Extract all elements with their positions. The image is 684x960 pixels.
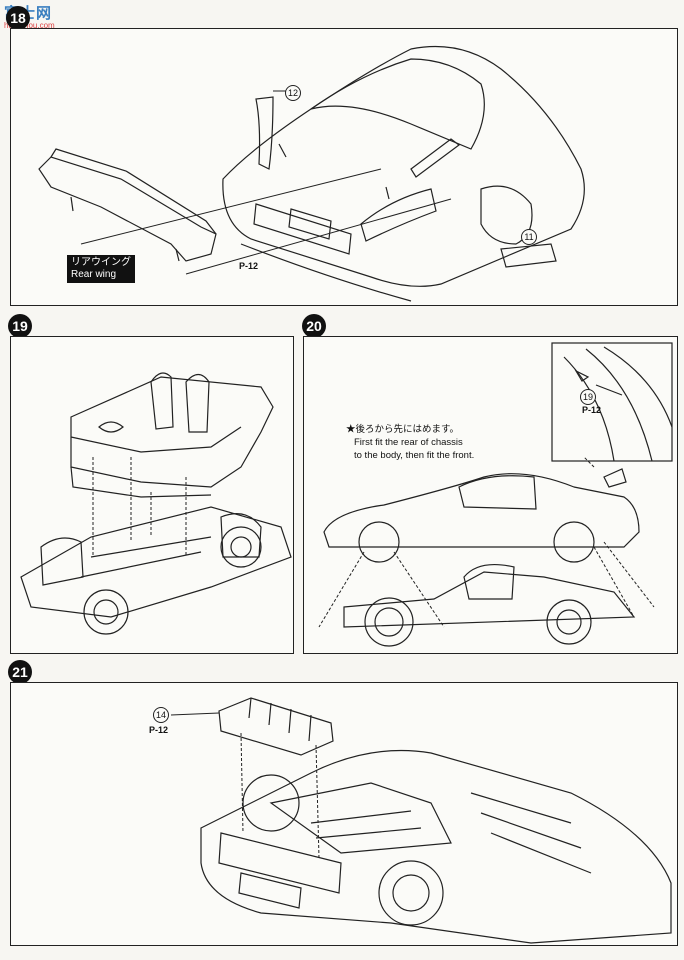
part-number-12: 12: [285, 85, 301, 101]
rear-wing-label: リアウイング Rear wing: [67, 255, 135, 283]
step-number-21: 21: [8, 660, 32, 684]
step-20-illustration: [318, 342, 673, 647]
part-number-11: 11: [521, 229, 537, 245]
assembly-note-jp: ★後ろから先にはめます。: [346, 424, 460, 435]
step-19-panel: [10, 336, 294, 654]
step-number-19: 19: [8, 314, 32, 338]
step-19-illustration: [20, 372, 292, 635]
part-number-19: 19: [580, 389, 596, 405]
step-18-panel: リアウイング Rear wing 12 11 P-12: [10, 28, 678, 306]
step-number-18: 18: [6, 6, 30, 30]
rear-wing-label-en: Rear wing: [71, 269, 117, 280]
sprue-ref-p12: P-12: [239, 261, 259, 271]
step-20-panel: ★後ろから先にはめます。 First fit the rear of chass…: [303, 336, 678, 654]
sprue-ref-p12-step21: P-12: [149, 725, 169, 735]
step-21-illustration: [170, 697, 672, 944]
step-number-20: 20: [302, 314, 326, 338]
assembly-note-en-2: to the body, then fit the front.: [354, 450, 475, 461]
step-21-panel: 14 P-12: [10, 682, 678, 946]
assembly-note: ★後ろから先にはめます。 First fit the rear of chass…: [346, 423, 474, 462]
sprue-ref-p12-step20: P-12: [582, 405, 602, 415]
assembly-note-en-1: First fit the rear of chassis: [354, 437, 463, 448]
part-number-14: 14: [153, 707, 169, 723]
rear-wing-label-jp: リアウイング: [71, 257, 131, 268]
watermark-url: hao-shou.com: [4, 21, 55, 30]
